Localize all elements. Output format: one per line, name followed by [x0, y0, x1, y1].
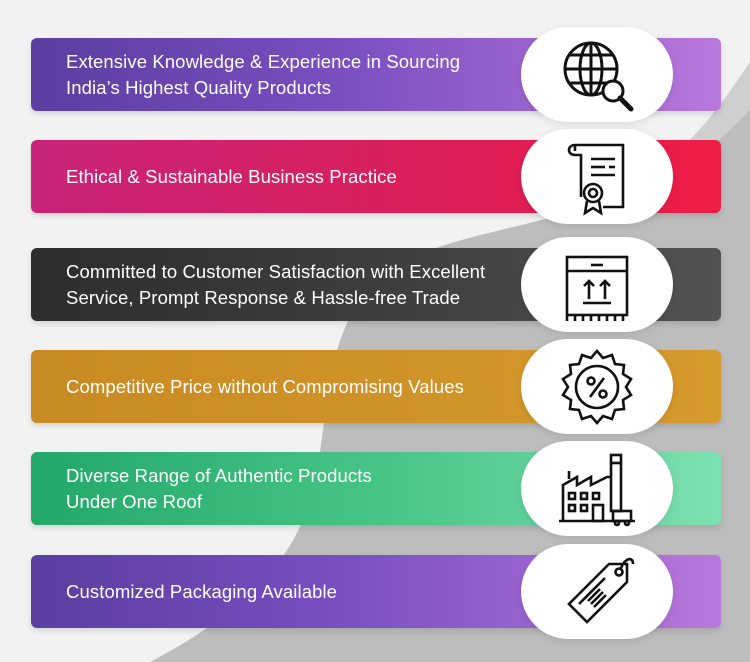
price-tag-icon — [567, 557, 635, 624]
package-box-icon — [565, 255, 629, 321]
icon-badge — [521, 27, 673, 122]
feature-label: Ethical & Sustainable Business Practice — [66, 165, 397, 187]
icon-badge — [521, 544, 673, 639]
icon-badge — [521, 339, 673, 434]
feature-row-diverse-range: Diverse Range of Authentic Products Unde… — [31, 441, 721, 536]
feature-label: Committed to Customer Satisfaction with … — [66, 260, 486, 308]
icon-badge — [521, 129, 673, 224]
factory-icon — [559, 453, 635, 526]
feature-label: Extensive Knowledge & Experience in Sour… — [66, 50, 461, 98]
feature-row-customer-satisfaction: Committed to Customer Satisfaction with … — [31, 237, 721, 332]
feature-label: Customized Packaging Available — [66, 580, 338, 602]
discount-badge-icon — [561, 348, 633, 425]
feature-row-competitive-price: Competitive Price without Compromising V… — [31, 339, 721, 434]
icon-badge — [521, 441, 673, 536]
globe-search-icon — [563, 41, 634, 111]
feature-label: Competitive Price without Compromising V… — [66, 375, 464, 397]
feature-row-sourcing: Extensive Knowledge & Experience in Sour… — [31, 27, 721, 122]
icon-badge — [521, 237, 673, 332]
certificate-icon — [567, 143, 625, 216]
feature-label: Diverse Range of Authentic Products Unde… — [66, 464, 372, 512]
feature-row-custom-packaging: Customized Packaging Available — [31, 544, 721, 639]
feature-row-ethical: Ethical & Sustainable Business Practice — [31, 129, 721, 224]
